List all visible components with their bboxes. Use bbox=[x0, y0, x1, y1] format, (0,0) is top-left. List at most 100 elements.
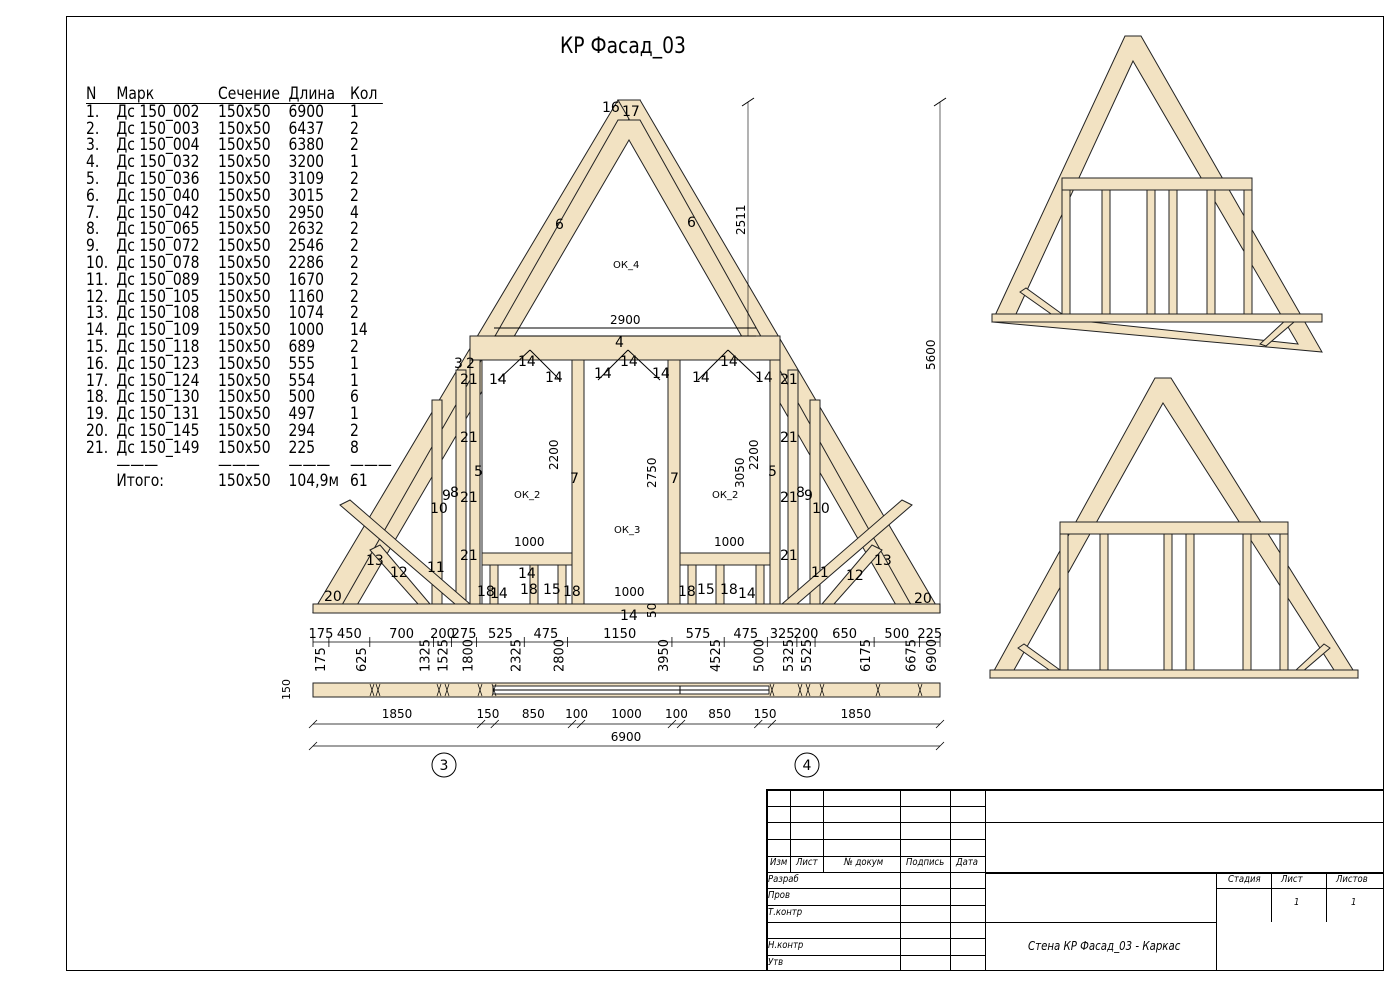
spec-cell: Итого: bbox=[116, 471, 164, 492]
spec-cell: ——— bbox=[116, 454, 159, 475]
role-label: Т.контр bbox=[768, 907, 803, 918]
dim-tick bbox=[567, 719, 577, 729]
iso-view-bottom-stud bbox=[1163, 533, 1173, 671]
cumulative-label: 1800 bbox=[462, 639, 477, 672]
member-label: 14 bbox=[738, 586, 756, 602]
spec-cell: 4. bbox=[86, 152, 100, 173]
member-label: 17 bbox=[622, 104, 640, 120]
title-block-line bbox=[766, 822, 985, 823]
stud bbox=[469, 359, 481, 605]
cumulative-label: 4525 bbox=[709, 639, 724, 672]
title-block-line bbox=[766, 905, 985, 906]
member-label: 21 bbox=[780, 490, 798, 506]
member-label: 18 bbox=[563, 584, 581, 600]
spec-cell: 12. bbox=[86, 286, 109, 307]
segment-label: 475 bbox=[533, 627, 558, 642]
spec-cell: 497 bbox=[288, 404, 316, 425]
plan-cross bbox=[805, 683, 811, 697]
spec-cell: 104,9м bbox=[288, 471, 339, 492]
member-label: 16 bbox=[602, 100, 620, 116]
tie bbox=[627, 349, 661, 381]
spec-cell: 17. bbox=[86, 370, 109, 391]
spec-cell: Длина bbox=[288, 84, 336, 104]
spec-cell: 6380 bbox=[288, 135, 325, 156]
member-label: 15 bbox=[697, 582, 715, 598]
spec-cell: 2 bbox=[350, 219, 359, 240]
spec-cell: 1 bbox=[350, 404, 359, 425]
member-label: 14 bbox=[620, 608, 638, 624]
spec-cell: 6. bbox=[86, 185, 100, 206]
spec-cell: 11. bbox=[86, 269, 109, 290]
sill-right bbox=[679, 552, 771, 566]
member-label: 7 bbox=[570, 471, 579, 487]
spec-cell: Кол bbox=[350, 84, 378, 104]
spec-cell: 150x50 bbox=[218, 202, 271, 223]
dim-tick bbox=[935, 741, 945, 751]
spec-cell: Дс 150_040 bbox=[116, 185, 200, 206]
spec-cell: Дс 150_002 bbox=[116, 101, 200, 122]
iso-view-top-stud bbox=[1146, 189, 1156, 315]
spec-cell: 3200 bbox=[288, 152, 325, 173]
member-label: 13 bbox=[874, 553, 892, 569]
member-label: 21 bbox=[780, 548, 798, 564]
spec-cell: 5. bbox=[86, 168, 100, 189]
column-header: Подпись bbox=[906, 857, 945, 868]
spec-cell: 3015 bbox=[288, 185, 325, 206]
member-label: 14 bbox=[692, 370, 710, 386]
segment-label: 200 bbox=[794, 627, 819, 642]
axis-marker bbox=[431, 752, 457, 778]
segment-label: 450 bbox=[337, 627, 362, 642]
spec-cell: Дс 150_105 bbox=[116, 286, 200, 307]
spec-cell: ——— bbox=[288, 454, 331, 475]
spec-cell: Сечение bbox=[218, 84, 280, 104]
column-header: Изм bbox=[770, 857, 788, 868]
opening-label: ОК_2 bbox=[712, 490, 738, 501]
stage-header: Лист bbox=[1281, 874, 1303, 885]
segment-label: 700 bbox=[389, 627, 414, 642]
segment-label: 475 bbox=[733, 627, 758, 642]
segment-label: 850 bbox=[522, 707, 545, 721]
dimension-label: 2750 bbox=[645, 457, 659, 488]
cumulative-label: 5325 bbox=[782, 639, 797, 672]
dimension-label: 2200 bbox=[547, 439, 561, 470]
sheet-number: 1 bbox=[1294, 897, 1300, 908]
drawing-name: Стена КР Фасад_03 - Каркас bbox=[1028, 939, 1181, 953]
spec-cell: 555 bbox=[288, 353, 316, 374]
dim-tick bbox=[667, 719, 677, 729]
iso-view-top-stud bbox=[1243, 189, 1253, 315]
iso-view-top-stud bbox=[1061, 189, 1071, 315]
spec-cell: 2546 bbox=[288, 236, 325, 257]
spec-cell: 10. bbox=[86, 252, 109, 273]
dimension-label: 3050 bbox=[733, 457, 747, 488]
title-block-line bbox=[766, 789, 768, 971]
opening-label: ОК_3 bbox=[614, 525, 640, 536]
tick bbox=[741, 97, 755, 107]
spec-cell: N bbox=[86, 84, 97, 104]
member-label: 18 bbox=[678, 584, 696, 600]
role-label: Разраб bbox=[768, 874, 799, 885]
member-label: 21 bbox=[460, 490, 478, 506]
stud bbox=[431, 399, 443, 605]
spec-cell: 150x50 bbox=[218, 101, 271, 122]
column-header: № докум bbox=[844, 857, 884, 868]
spec-cell: 225 bbox=[288, 437, 316, 458]
spec-cell: 689 bbox=[288, 336, 316, 357]
axis-marker bbox=[794, 752, 820, 778]
title-block-line bbox=[985, 922, 1216, 923]
title-block-line bbox=[766, 839, 985, 840]
segment-label: 100 bbox=[665, 707, 688, 721]
segment-label: 100 bbox=[565, 707, 588, 721]
title-block-line bbox=[1216, 872, 1217, 971]
cumulative-label: 6900 bbox=[925, 639, 940, 672]
spec-cell: Дс 150_131 bbox=[116, 404, 200, 425]
